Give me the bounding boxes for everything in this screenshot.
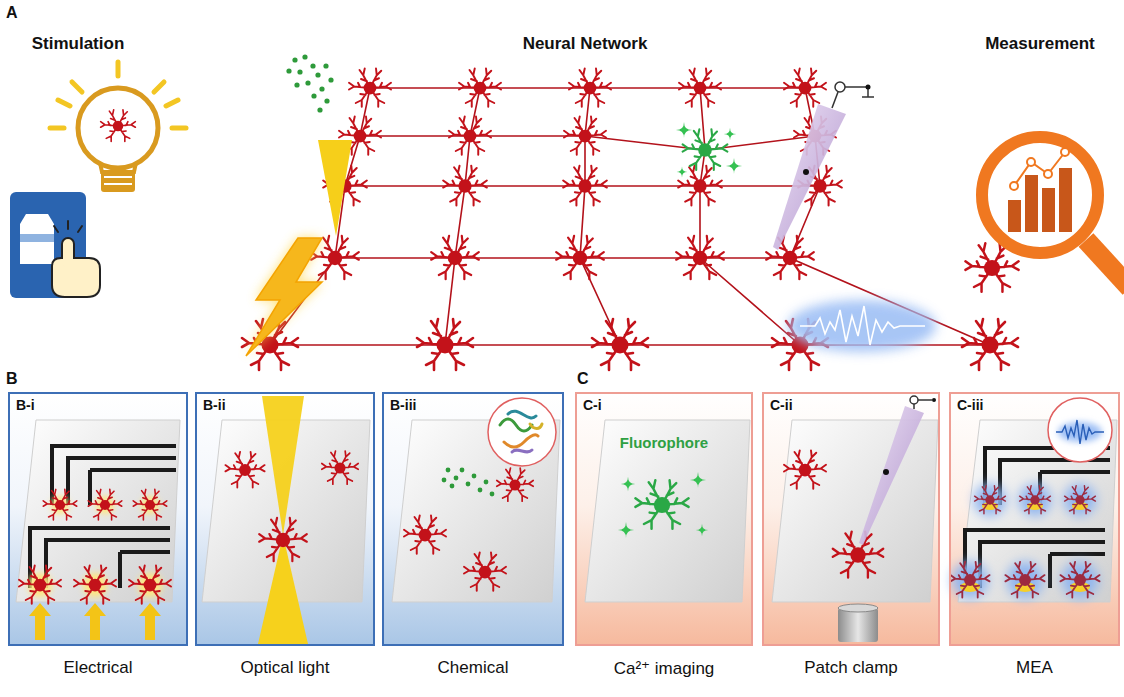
panel-letter: A bbox=[6, 4, 36, 22]
panel-caption: Electrical bbox=[8, 658, 188, 678]
label-holder: Neural Network bbox=[475, 34, 695, 54]
label-holder: Stimulation bbox=[3, 34, 153, 54]
panel-node: B-iiiChemical bbox=[382, 392, 564, 678]
section-heading: Neural Network bbox=[475, 34, 695, 54]
label-holder: C bbox=[577, 370, 607, 388]
panel-frame: C-iii bbox=[949, 392, 1120, 646]
panel-frame: B-iii bbox=[382, 392, 564, 646]
section-heading: Stimulation bbox=[3, 34, 153, 54]
panel-node: B-iElectrical bbox=[8, 392, 188, 678]
panel-id: C-iii bbox=[957, 397, 983, 413]
panel-node: C-iFluorophoreCa²⁺ imaging bbox=[575, 392, 753, 679]
panel-frame: C-iFluorophore bbox=[575, 392, 753, 646]
label-holder: B bbox=[6, 370, 36, 388]
panel-frame: B-i bbox=[8, 392, 188, 646]
panel-id: B-iii bbox=[390, 397, 416, 413]
panel-node: C-iiiMEA bbox=[949, 392, 1120, 678]
panel-text: Fluorophore bbox=[577, 434, 751, 451]
panel-caption: Chemical bbox=[382, 658, 564, 678]
panel-frame: B-ii bbox=[195, 392, 375, 646]
panel-id: C-ii bbox=[770, 397, 793, 413]
panel-caption: Optical light bbox=[195, 658, 375, 678]
section-heading: Measurement bbox=[960, 34, 1120, 54]
panel-caption: Ca²⁺ imaging bbox=[575, 658, 753, 679]
panel-letter: C bbox=[577, 370, 607, 388]
label-holder: Measurement bbox=[960, 34, 1120, 54]
panel-letter: B bbox=[6, 370, 36, 388]
panel-node: C-iiPatch clamp bbox=[762, 392, 940, 678]
panel-caption: MEA bbox=[949, 658, 1120, 678]
panel-node: B-iiOptical light bbox=[195, 392, 375, 678]
panel-frame: C-ii bbox=[762, 392, 940, 646]
panel-id: B-i bbox=[16, 397, 35, 413]
panel-id: C-i bbox=[583, 397, 602, 413]
label-holder: A bbox=[6, 4, 36, 22]
panel-id: B-ii bbox=[203, 397, 226, 413]
panel-caption: Patch clamp bbox=[762, 658, 940, 678]
